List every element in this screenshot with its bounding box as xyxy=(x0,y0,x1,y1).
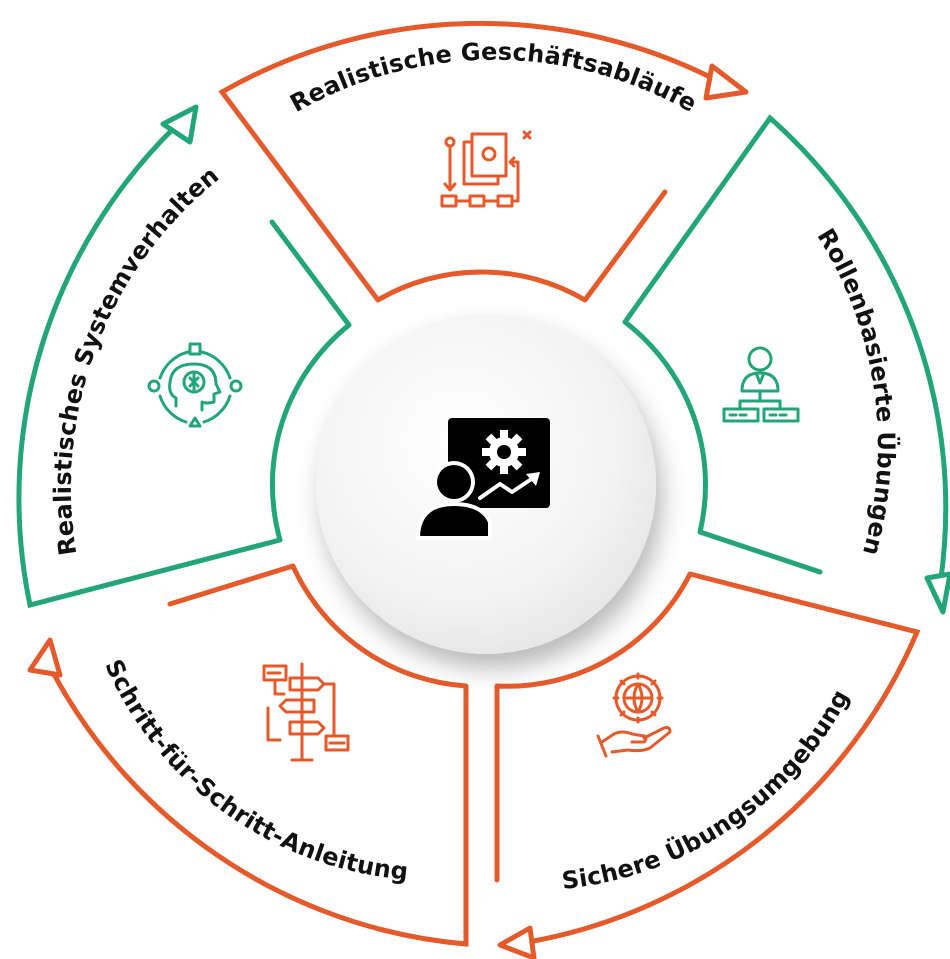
arrowhead xyxy=(924,571,950,615)
presenter-with-gear-chart-icon xyxy=(415,418,550,540)
segment-label: Schritt-für-Schritt-Anleitung xyxy=(99,655,409,886)
segment-label: Realistisches Systemverhalten xyxy=(49,161,224,557)
globe-gear-hand-icon xyxy=(596,672,672,758)
segment-systemverhalten: Realistisches Systemverhalten xyxy=(16,104,352,609)
document-workflow-icon xyxy=(440,130,532,208)
arrowhead xyxy=(160,104,199,145)
segment-outline xyxy=(622,114,949,588)
signpost-flow-icon xyxy=(262,662,350,762)
segment-rollen: Rollenbasierte Übungen xyxy=(622,114,950,615)
role-hierarchy-icon xyxy=(722,346,800,423)
arrowhead xyxy=(703,63,749,101)
segment-outline xyxy=(16,121,352,609)
ai-head-cycle-icon xyxy=(147,342,243,428)
segment-outline xyxy=(41,563,469,947)
center-hub xyxy=(316,314,656,654)
segment-outline xyxy=(218,20,723,303)
segment-outline xyxy=(494,571,921,945)
arrowhead xyxy=(497,925,537,959)
arrowhead xyxy=(27,637,63,678)
